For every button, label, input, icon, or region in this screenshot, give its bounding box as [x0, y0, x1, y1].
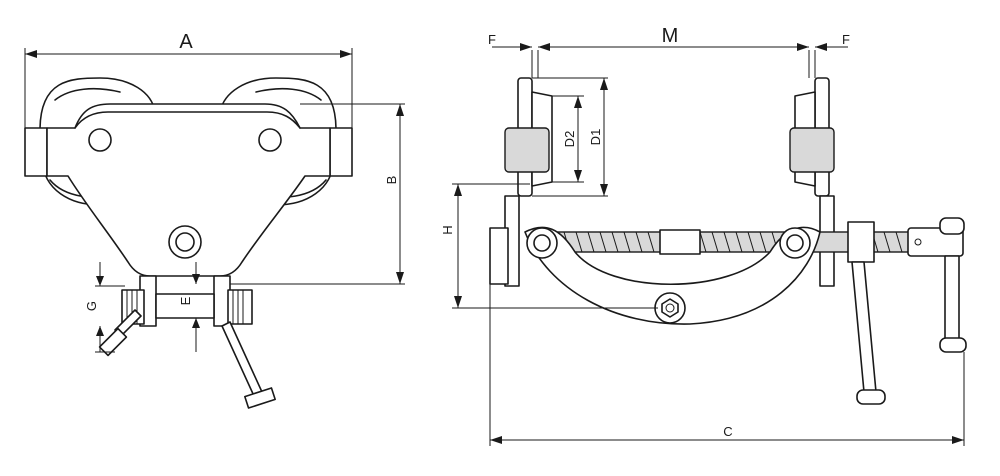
left-axle-block: [24, 127, 48, 177]
spindle-body: [155, 293, 215, 319]
right-nut: [227, 289, 253, 325]
left-pin-hole: [88, 128, 112, 152]
dim-H: H: [440, 183, 658, 309]
dim-E: E: [178, 262, 200, 352]
dim-M: M: [538, 25, 809, 51]
dim-F-left: F: [488, 32, 532, 51]
suspension-hole-outer: [654, 292, 686, 324]
spindle-collar: [847, 221, 875, 263]
hex-nut-icon: [661, 298, 679, 318]
label-G: G: [84, 301, 99, 311]
label-F-left: F: [488, 32, 496, 47]
right-axle-block: [329, 127, 353, 177]
label-B: B: [384, 176, 399, 185]
hand-lever: [851, 261, 877, 393]
left-end-block: [489, 227, 509, 285]
crank-arm: [944, 255, 960, 341]
bar-right-pin-inner: [786, 234, 804, 252]
right-handle-grip: [244, 387, 276, 409]
side-right-wheel: [789, 50, 835, 197]
dim-B: B: [230, 103, 405, 285]
label-E: E: [178, 296, 193, 305]
dim-A: A: [24, 31, 353, 128]
bar-left-pin-inner: [533, 234, 551, 252]
label-A: A: [179, 31, 193, 53]
right-pin-hole: [258, 128, 282, 152]
curved-load-bar: [524, 226, 821, 325]
crank-grip: [939, 337, 967, 353]
center-spacer: [659, 229, 701, 255]
label-D2: D2: [562, 131, 577, 148]
label-C: C: [723, 424, 732, 439]
side-plate: [46, 103, 331, 277]
label-D1: D1: [588, 129, 603, 146]
front-view: A B G E: [24, 31, 405, 409]
label-M: M: [662, 25, 679, 47]
label-H: H: [440, 225, 455, 234]
left-handle-grip: [98, 327, 128, 357]
hand-lever-grip: [856, 389, 886, 405]
load-bar-inner: [175, 232, 195, 252]
side-left-wheel: [504, 50, 553, 197]
crank-top-cap: [939, 217, 965, 235]
dim-F-right: F: [815, 32, 850, 51]
dim-D1: D1: [532, 77, 608, 197]
label-F-right: F: [842, 32, 850, 47]
dim-D2: D2: [552, 95, 584, 183]
crank-hub: [907, 227, 964, 257]
side-view: F M F D2 D: [440, 25, 967, 446]
dim-G: G: [84, 262, 125, 353]
right-handle-rod: [221, 321, 263, 397]
dim-C: C: [489, 284, 965, 446]
